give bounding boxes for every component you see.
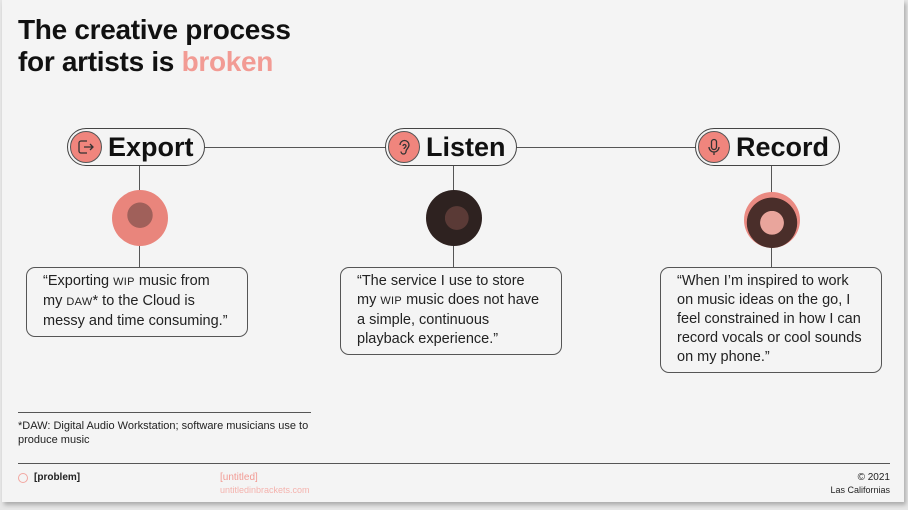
section-label: [problem] xyxy=(34,472,81,483)
quote-text: music from my xyxy=(43,273,210,309)
quote-text: “The service I use to store my xyxy=(357,273,525,308)
export-icon xyxy=(70,131,102,163)
copyright: © 2021 xyxy=(857,472,890,483)
step-export: Export xyxy=(67,128,205,166)
footer-section: [problem] xyxy=(18,472,80,483)
title-prefix: for artists is xyxy=(18,46,182,77)
brand-url[interactable]: untitledinbrackets.com xyxy=(220,485,310,495)
abbr-daw: DAW xyxy=(66,296,93,308)
quote-listen: “The service I use to store my WIP music… xyxy=(340,267,562,355)
step-label: Record xyxy=(736,131,830,162)
title-line-2: for artists is broken xyxy=(18,46,291,78)
title-accent: broken xyxy=(181,46,274,77)
step-label: Listen xyxy=(426,131,506,162)
avatar-record-artist xyxy=(744,192,800,248)
quote-record: “When I’m inspired to work on music idea… xyxy=(660,267,882,373)
microphone-icon xyxy=(698,131,730,163)
step-label: Export xyxy=(108,131,194,162)
step-listen: Listen xyxy=(385,128,517,166)
abbr-wip: WIP xyxy=(380,295,403,307)
footnote: *DAW: Digital Audio Workstation; softwar… xyxy=(18,420,309,446)
avatar-listen-artist xyxy=(426,190,482,246)
slide: The creative process for artists is brok… xyxy=(2,0,904,502)
page-title: The creative process for artists is brok… xyxy=(18,14,291,78)
quote-export: “Exporting WIP music from my DAW* to the… xyxy=(26,267,248,337)
footnote-divider xyxy=(18,412,311,413)
quote-text: “Exporting xyxy=(43,273,114,289)
quote-text: music does not have a simple, continuous… xyxy=(357,292,540,347)
footer-brand: [untitled] untitledinbrackets.com xyxy=(220,472,310,496)
quote-text: * to the Cloud is messy and time consumi… xyxy=(43,293,228,329)
title-line-1: The creative process xyxy=(18,14,291,45)
step-record: Record xyxy=(695,128,841,166)
quote-text: “When I’m inspired to work on music idea… xyxy=(677,273,862,365)
abbr-wip: WIP xyxy=(113,276,135,288)
ear-icon xyxy=(388,131,420,163)
footer-divider xyxy=(18,463,890,464)
location: Las Californias xyxy=(830,485,890,495)
circle-icon xyxy=(18,472,28,483)
brand-name: [untitled] xyxy=(220,472,258,483)
avatar-export-artist xyxy=(112,190,168,246)
